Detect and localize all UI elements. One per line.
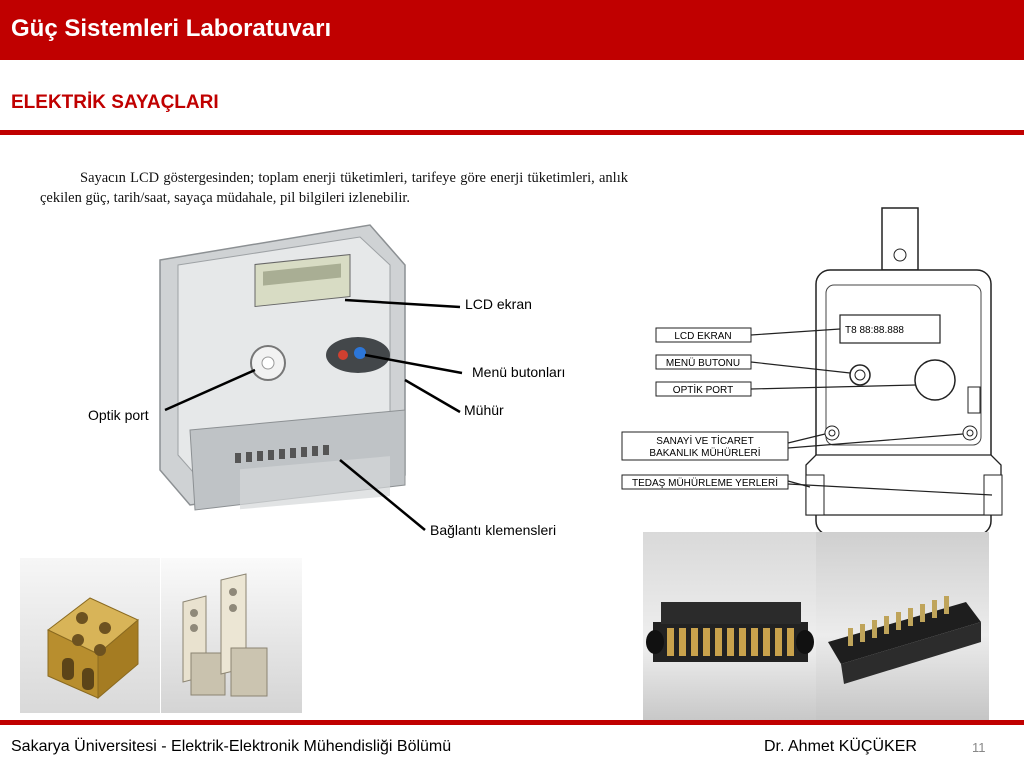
label-lcd: LCD ekran xyxy=(465,296,532,312)
diagram-label-box-ministry xyxy=(621,431,789,461)
brass-terminal-photo xyxy=(20,558,160,713)
seal-callout-line xyxy=(404,378,461,414)
diagram-label-menu: MENÜ BUTONU xyxy=(666,357,740,369)
diagram-lcd-digits: T8 88:88.888 xyxy=(845,325,904,336)
diagram-pointer-optic xyxy=(750,384,917,390)
diagram-pointer-seal-left xyxy=(787,433,826,444)
connector-pieces-illustration xyxy=(182,573,268,697)
terminals-callout-line xyxy=(339,459,426,531)
diagram-pointer-menu xyxy=(750,361,851,374)
diagram-inner-panel xyxy=(825,284,982,446)
meter-photo: LCD ekran Menü butonları Mühür Optik por… xyxy=(88,224,565,538)
lcd-callout-line xyxy=(344,298,461,309)
diagram-optic-port xyxy=(914,359,956,401)
diagram-lcd xyxy=(839,314,941,344)
slide-subtitle: ELEKTRİK SAYAÇLARI xyxy=(11,92,219,113)
diagram-label-optic: OPTİK PORT xyxy=(673,383,733,396)
page-number: 11 xyxy=(972,740,986,755)
label-menu: Menü butonları xyxy=(472,364,565,380)
diagram-label-ministry-line2: BAKANLIK MÜHÜRLERİ xyxy=(649,446,760,459)
menu-callout-line xyxy=(364,353,463,375)
diagram-label-box-tedas xyxy=(621,474,789,490)
optic-callout-line xyxy=(164,368,256,412)
diagram-pointer-seal-right xyxy=(787,433,964,449)
diagram-terminal-cover xyxy=(805,454,1002,516)
meter-diagram: T8 88:88.888 LCD EKRAN MENÜ BUTONU OPTİK… xyxy=(621,207,1003,535)
diagram-side-switch xyxy=(967,386,981,414)
brass-terminal-illustration xyxy=(47,597,139,700)
red-button xyxy=(338,350,348,360)
terminal-screws xyxy=(235,445,329,463)
intro-text: Sayacın LCD göstergesinden; toplam enerj… xyxy=(40,170,628,206)
label-terminals: Bağlantı klemensleri xyxy=(430,522,556,538)
lcd-digits xyxy=(263,263,341,286)
diagram-label-ministry-line1: SANAYİ VE TİCARET xyxy=(656,434,753,447)
optic-port-center xyxy=(261,356,275,370)
diagram-pointer-tedas-right xyxy=(787,483,993,496)
label-seal: Mühür xyxy=(464,402,504,418)
terminal-block-photo-1 xyxy=(643,532,816,720)
slide-title: Güç Sistemleri Laboratuvarı xyxy=(11,15,332,42)
blue-menu-button xyxy=(354,347,366,359)
title-bar: Güç Sistemleri Laboratuvarı xyxy=(0,0,1024,60)
hanger-hole xyxy=(893,248,907,262)
diagram-label-lcd: LCD EKRAN xyxy=(674,331,731,342)
terminal-block-illustration-2 xyxy=(828,596,981,684)
intro-paragraph: Sayacın LCD göstergesinden; toplam enerj… xyxy=(40,168,628,208)
label-optic: Optik port xyxy=(88,407,149,423)
footer-institution: Sakarya Üniversitesi - Elektrik-Elektron… xyxy=(11,738,452,755)
connector-pieces-photo xyxy=(161,558,302,713)
footer-author: Dr. Ahmet KÜÇÜKER xyxy=(764,738,917,755)
diagram-pointer-lcd xyxy=(750,328,841,336)
header-divider xyxy=(0,130,1024,135)
diagram-label-tedas: TEDAŞ MÜHÜRLEME YERLERİ xyxy=(632,476,778,489)
terminal-block-illustration-1 xyxy=(646,602,814,662)
footer-divider xyxy=(0,720,1024,725)
diagram-menu-button-inner xyxy=(854,369,866,381)
terminal-block-photo-2 xyxy=(816,532,989,720)
